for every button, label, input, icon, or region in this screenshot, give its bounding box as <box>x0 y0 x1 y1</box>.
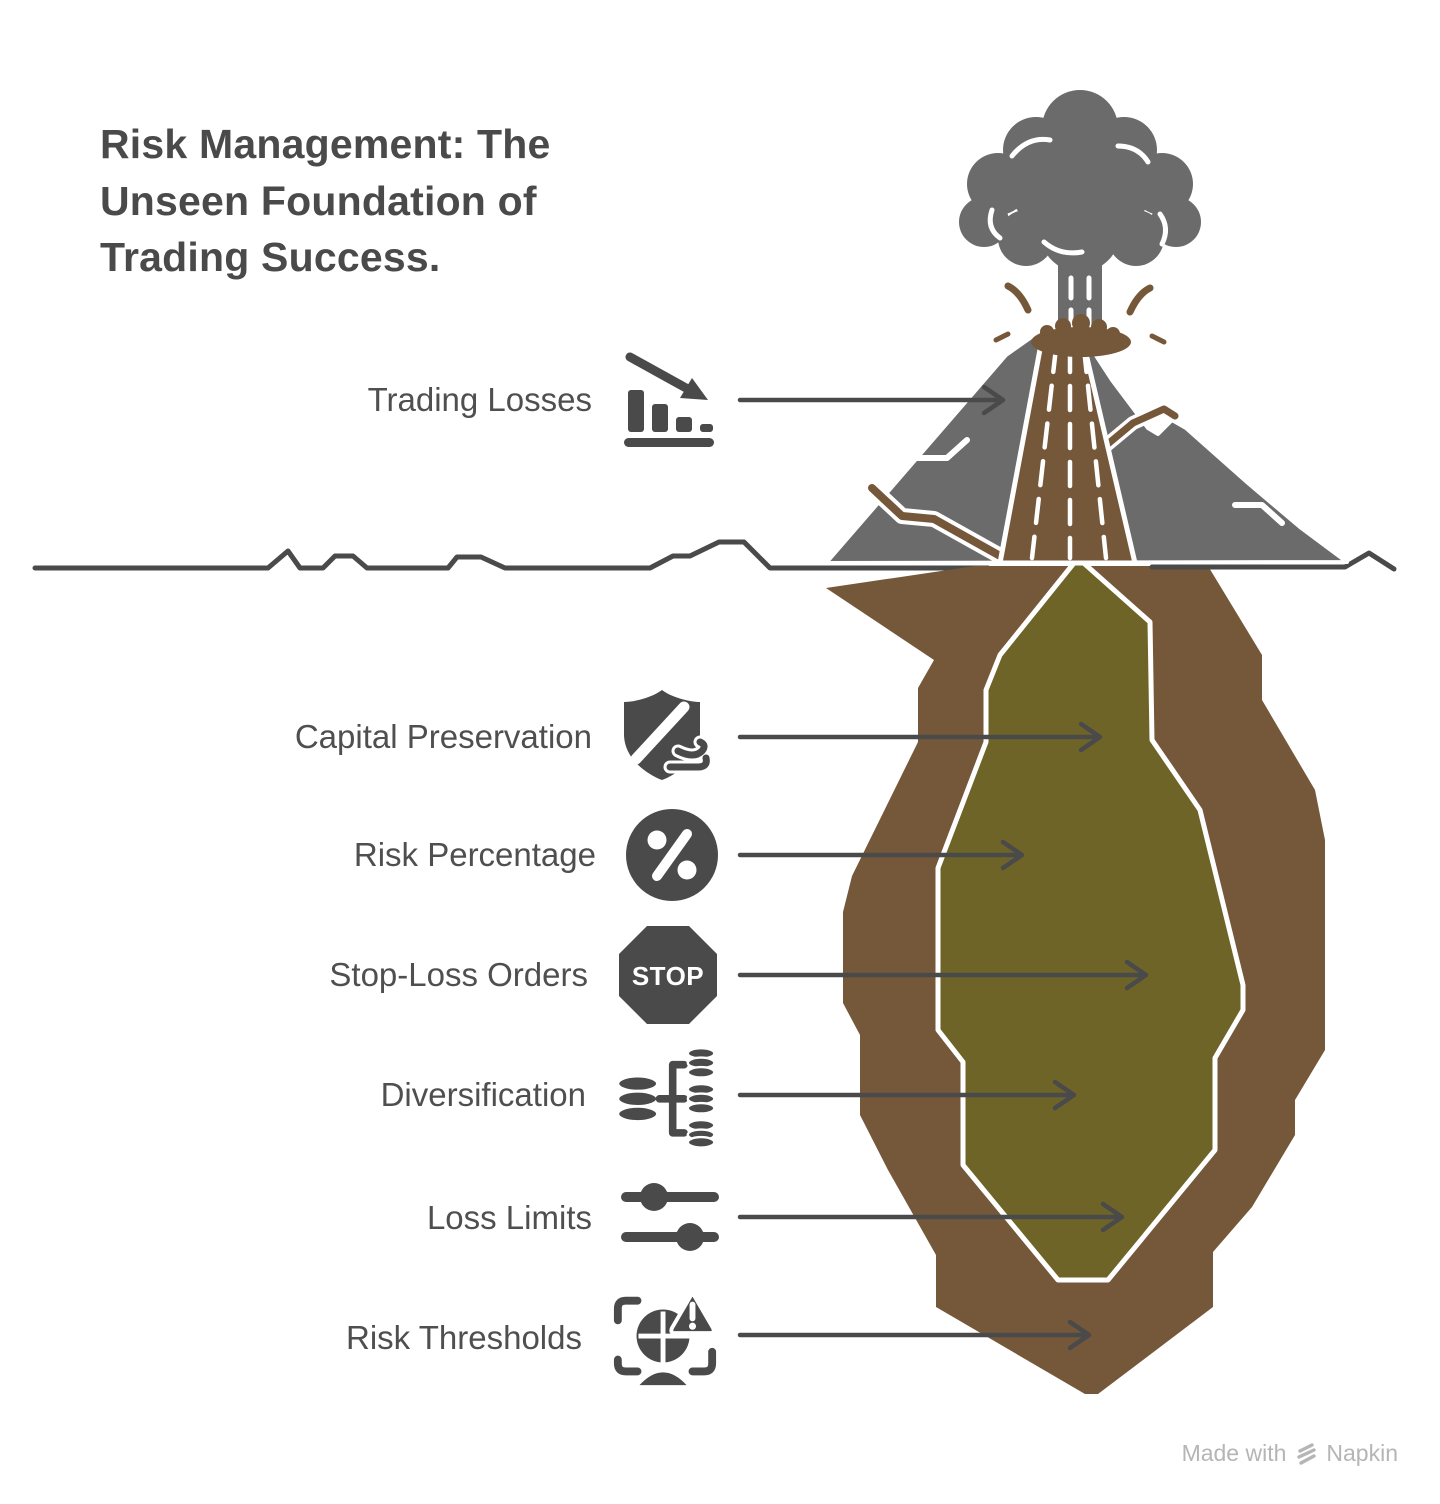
callout-capital-preservation: Capital Preservation <box>295 685 720 789</box>
arrow-risk-percentage <box>737 839 1025 871</box>
percentage-circle-icon <box>626 809 718 901</box>
crater <box>1031 314 1131 357</box>
callout-loss-limits: Loss Limits <box>427 1179 720 1257</box>
lava-stripe-left <box>868 484 1006 561</box>
footer-made-with: Made with <box>1181 1440 1287 1466</box>
arrow-capital-preservation <box>737 721 1103 753</box>
volcano <box>824 90 1349 566</box>
arrow-risk-thresholds <box>737 1319 1092 1351</box>
risk-gauge-warning-icon <box>613 1290 717 1386</box>
ridge-notch-right <box>1232 502 1285 526</box>
ground-line-right <box>1149 550 1397 572</box>
callout-trading-losses: Trading Losses <box>368 348 720 452</box>
callout-label: Loss Limits <box>426 1199 592 1236</box>
callout-risk-thresholds: Risk Thresholds <box>346 1288 720 1388</box>
callout-label: Capital Preservation <box>294 718 592 755</box>
arrow-trading-losses <box>737 384 1006 416</box>
callout-label: Risk Thresholds <box>346 1319 582 1356</box>
footer-credit: Made with Napkin <box>1182 1440 1398 1467</box>
callout-diversification: Diversification <box>381 1042 720 1148</box>
stop-sign-text: STOP <box>632 961 704 991</box>
callout-label: Diversification <box>380 1076 586 1113</box>
footer-brand: Napkin <box>1326 1440 1398 1466</box>
ground-line-left <box>32 539 991 571</box>
lava-splashes <box>993 282 1167 345</box>
stop-sign-icon: STOP <box>619 926 717 1024</box>
shield-wind-icon <box>624 690 713 780</box>
arrow-diversification <box>737 1079 1077 1111</box>
declining-chart-icon <box>624 352 714 447</box>
arrow-stop-loss-orders <box>737 959 1149 991</box>
lava-stripe-right <box>1093 405 1179 457</box>
callout-stop-loss-orders: Stop-Loss Orders STOP <box>329 923 720 1027</box>
napkin-logo-icon <box>1297 1442 1317 1465</box>
callout-label: Trading Losses <box>367 381 592 418</box>
callout-label: Stop-Loss Orders <box>329 956 588 993</box>
smoke-plume <box>959 90 1201 272</box>
arrow-loss-limits <box>737 1201 1125 1233</box>
page-title: Risk Management: The Unseen Foundation o… <box>100 121 551 281</box>
connector-arrows <box>737 384 1149 1351</box>
ridge-notch-left <box>900 437 970 461</box>
sliders-icon <box>621 1183 719 1251</box>
callout-risk-percentage: Risk Percentage <box>354 807 720 903</box>
smoke-highlights <box>987 136 1168 256</box>
conduit-dashes <box>1029 345 1109 561</box>
callout-label: Risk Percentage <box>353 836 596 873</box>
asset-stacks-icon <box>616 1046 716 1148</box>
